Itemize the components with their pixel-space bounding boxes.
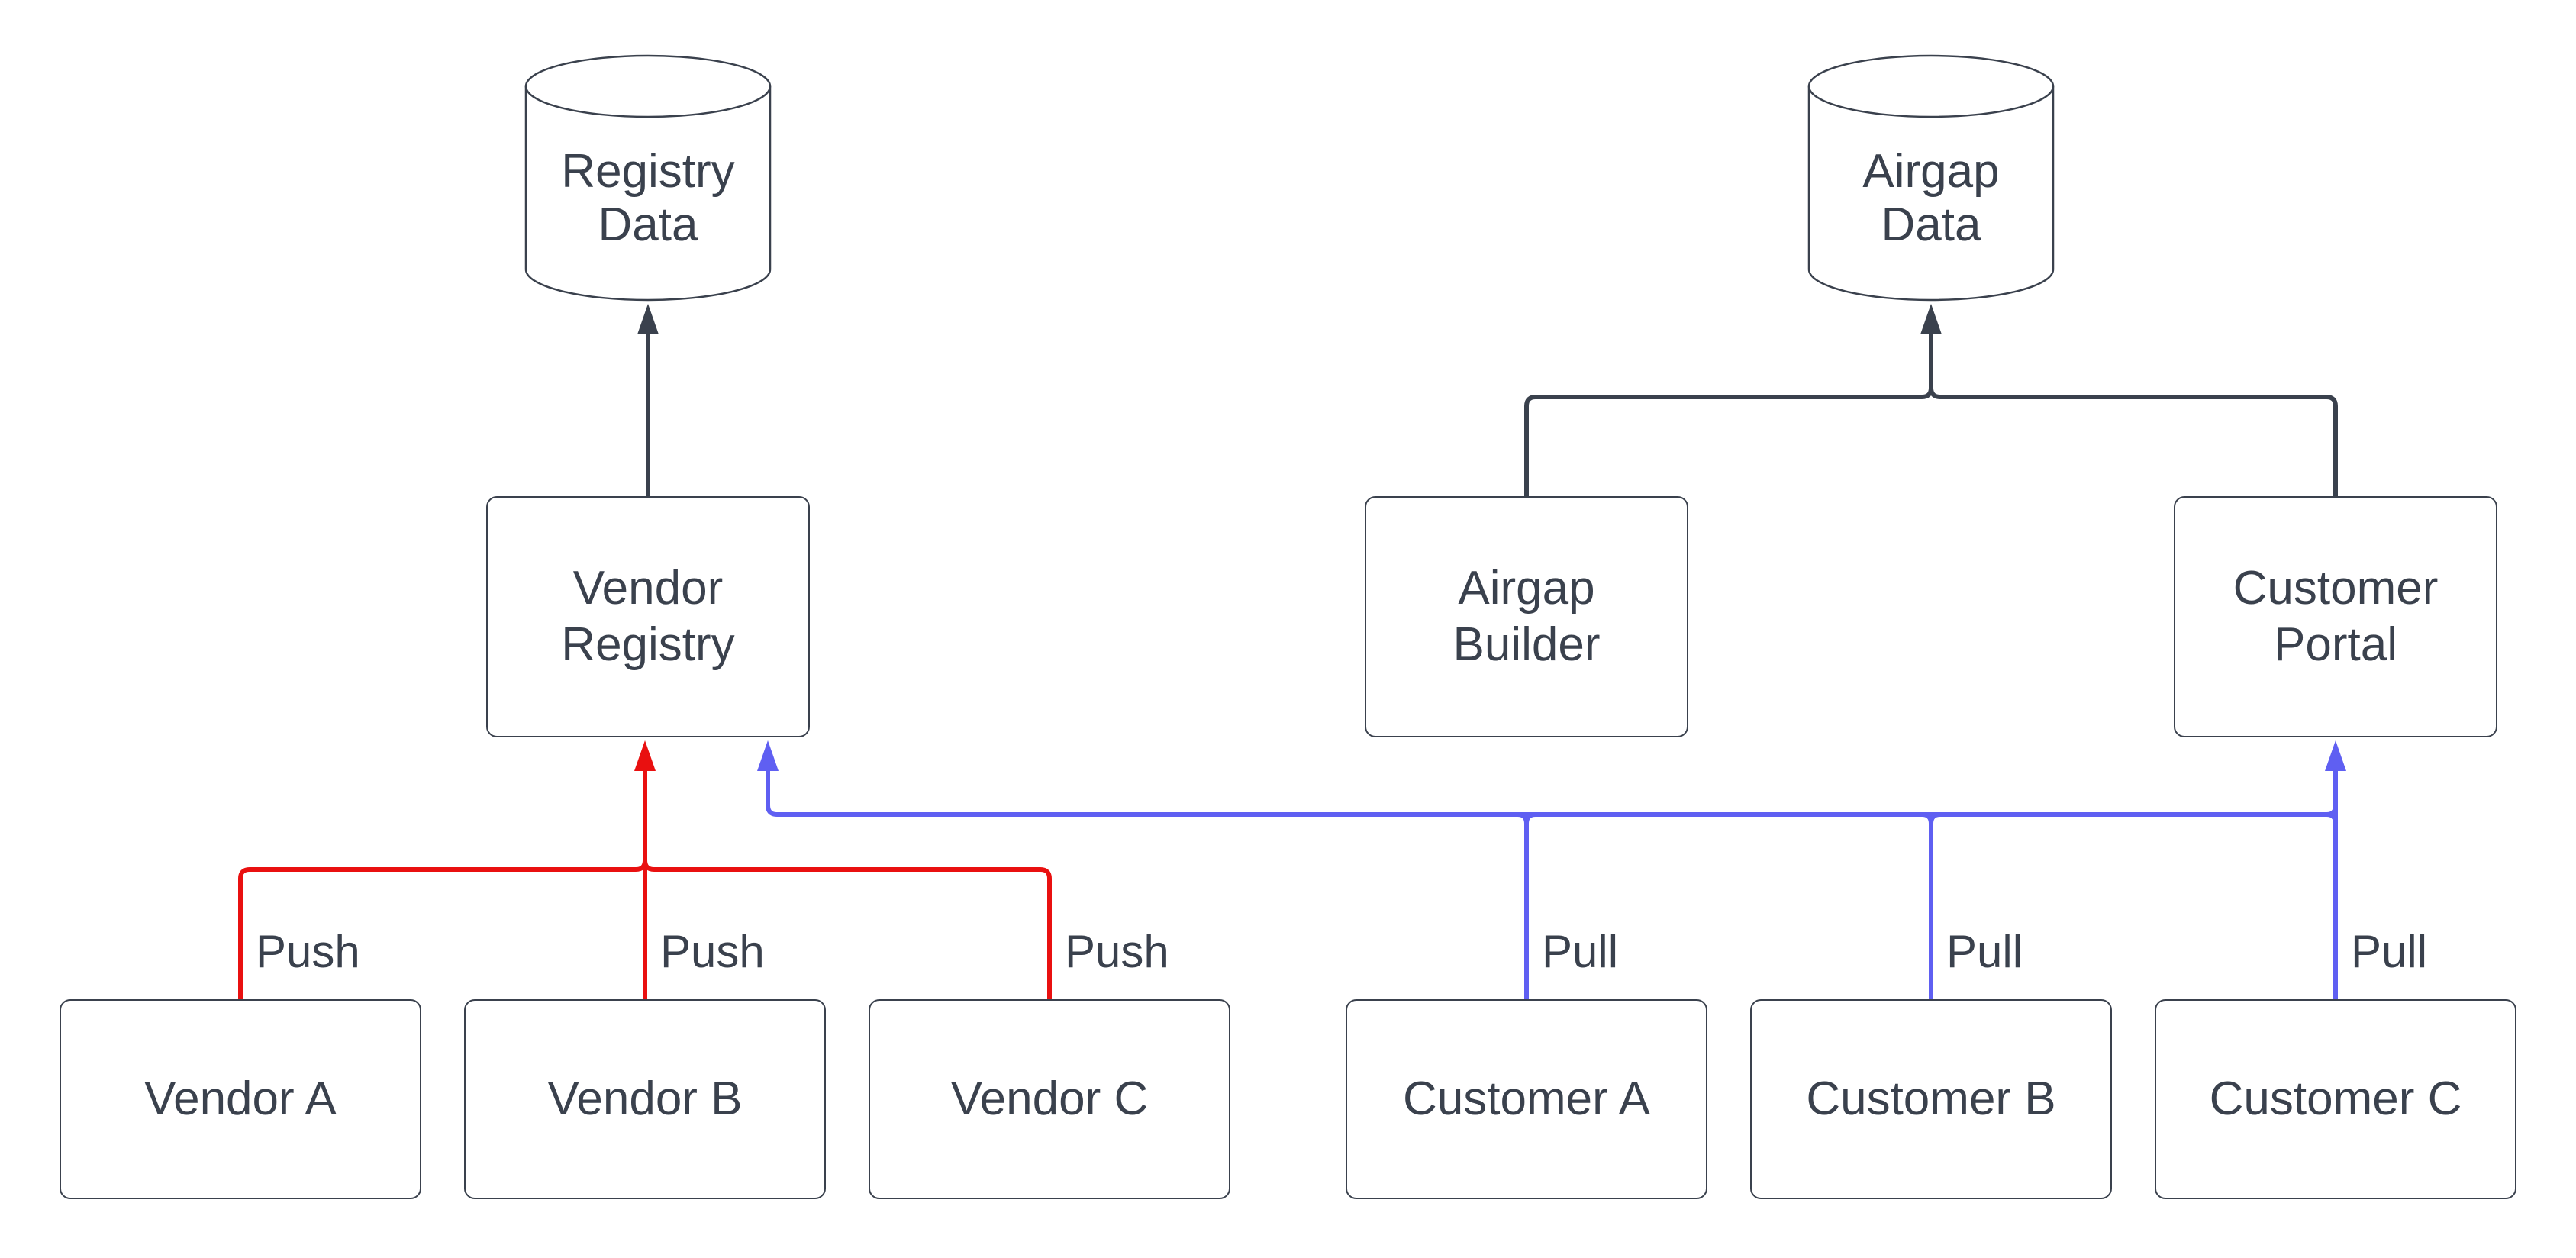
arrowhead-vendor-registry-push (634, 740, 656, 771)
arrowhead-customer-portal-pull (2325, 740, 2346, 771)
node-vendor-b: Vendor B (464, 999, 826, 1199)
node-airgap-builder: Airgap Builder (1365, 496, 1688, 737)
node-customer-b: Customer B (1750, 999, 2112, 1199)
registry-data-cylinder-rim (524, 85, 772, 118)
airgap-data-cylinder (1807, 54, 2055, 302)
push-label-vendor-b: Push (660, 926, 765, 977)
node-vendor-registry: Vendor Registry (486, 496, 810, 737)
edge-customer-portal-to-airgap-data (1929, 333, 2338, 496)
push-label-vendor-a: Push (256, 926, 360, 977)
node-customer-a: Customer A (1346, 999, 1707, 1199)
arrowhead-vendor-registry-pull (757, 740, 779, 771)
push-label-vendor-c: Push (1065, 926, 1169, 977)
edge-customer-a-pull-fillet (1524, 812, 1536, 824)
pull-label-customer-a: Pull (1542, 926, 1619, 977)
edge-pull-trunk (766, 771, 2338, 817)
arrowhead-registry-data (637, 304, 659, 334)
airgap-data-label: Airgap Data (1862, 145, 2000, 251)
edge-customer-c-pull-fillet (2326, 812, 2338, 824)
registry-data-label: Registry Data (561, 145, 735, 251)
airgap-data-cylinder-rim (1807, 85, 2055, 118)
node-customer-c: Customer C (2155, 999, 2516, 1199)
edge-customer-b-pull-line (1893, 812, 1933, 999)
node-vendor-c: Vendor C (869, 999, 1230, 1199)
arrowhead-airgap-data (1920, 304, 1942, 334)
registry-data-cylinder (524, 54, 772, 302)
node-vendor-a: Vendor A (60, 999, 421, 1199)
edge-customer-b-pull-fillet (1929, 812, 1941, 824)
pull-label-customer-b: Pull (1946, 926, 2023, 977)
edge-customer-a-pull-line (1488, 812, 1529, 999)
pull-label-customer-c: Pull (2351, 926, 2428, 977)
node-customer-portal: Customer Portal (2174, 496, 2497, 737)
edge-airgap-builder-to-airgap-data (1524, 333, 1933, 496)
